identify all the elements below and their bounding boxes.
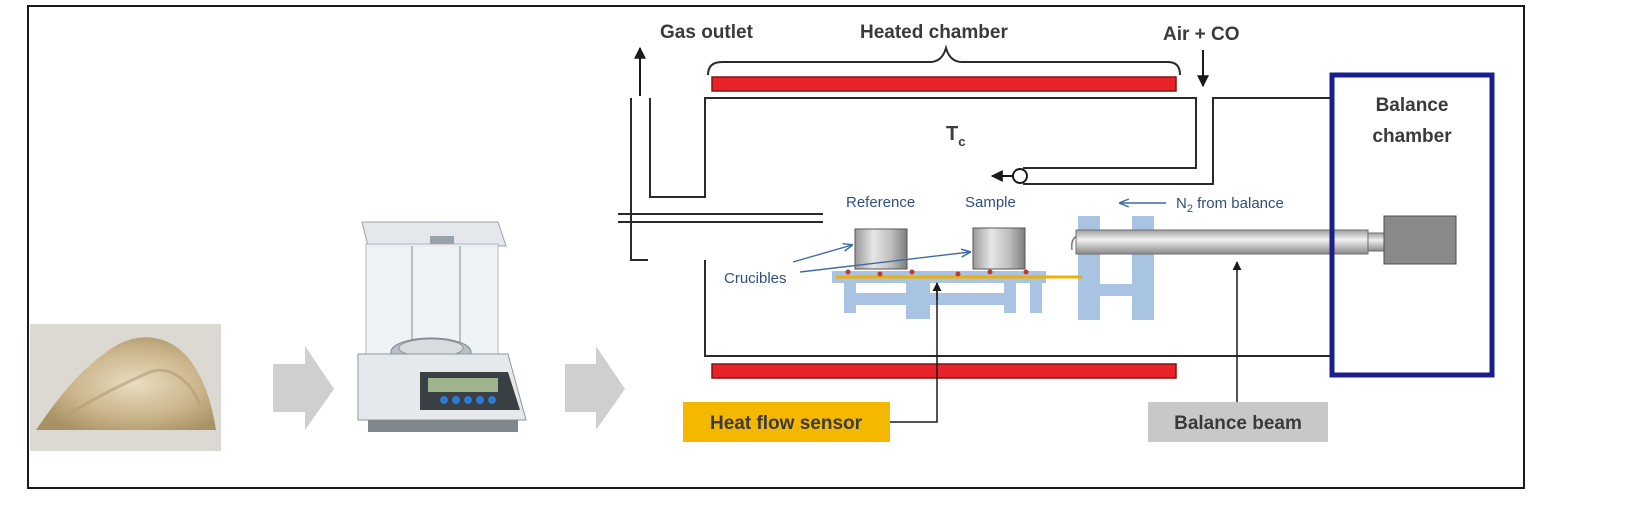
chamber-outline (618, 97, 1332, 357)
air-co-label: Air + CO (1163, 24, 1240, 45)
inlet-loop (1012, 168, 1028, 184)
reference-crucible (854, 228, 908, 270)
process-arrow-icon (565, 346, 625, 430)
balance-beam-bar (1075, 229, 1369, 255)
reference-label: Reference (846, 194, 915, 211)
balance-beam-label: Balance beam (1174, 413, 1302, 434)
thermocouple-dots (845, 269, 1029, 277)
heat-flow-sensor-label: Heat flow sensor (710, 413, 863, 434)
heated-chamber-brace (707, 44, 1181, 76)
crucible-pointer-sample (799, 252, 970, 273)
crucible-pointer-ref (792, 245, 852, 263)
sensor-pointer (890, 283, 938, 423)
tc-label: Tc (946, 123, 965, 149)
balance-beam-box (1148, 402, 1328, 442)
analytical-balance-icon (357, 221, 527, 432)
balance-chamber-label-2: chamber (1372, 126, 1452, 147)
balance-mechanism (1383, 215, 1457, 265)
heated-chamber-label: Heated chamber (860, 22, 1008, 43)
bottom-heater (711, 363, 1177, 379)
top-heater (711, 76, 1177, 92)
heat-flow-sensor-box (683, 402, 890, 442)
crucibles-label: Crucibles (724, 270, 787, 287)
powder-pile-icon (30, 324, 221, 451)
sample-label: Sample (965, 194, 1016, 211)
process-arrow-icon (273, 346, 334, 430)
sample-crucible (972, 227, 1026, 270)
outer-frame (27, 5, 1525, 489)
gas-outlet-label: Gas outlet (660, 22, 754, 43)
balance-chamber-label-1: Balance (1376, 95, 1449, 116)
n2-label: N2 from balance (1176, 195, 1284, 215)
balance-chamber-box (1329, 72, 1495, 378)
